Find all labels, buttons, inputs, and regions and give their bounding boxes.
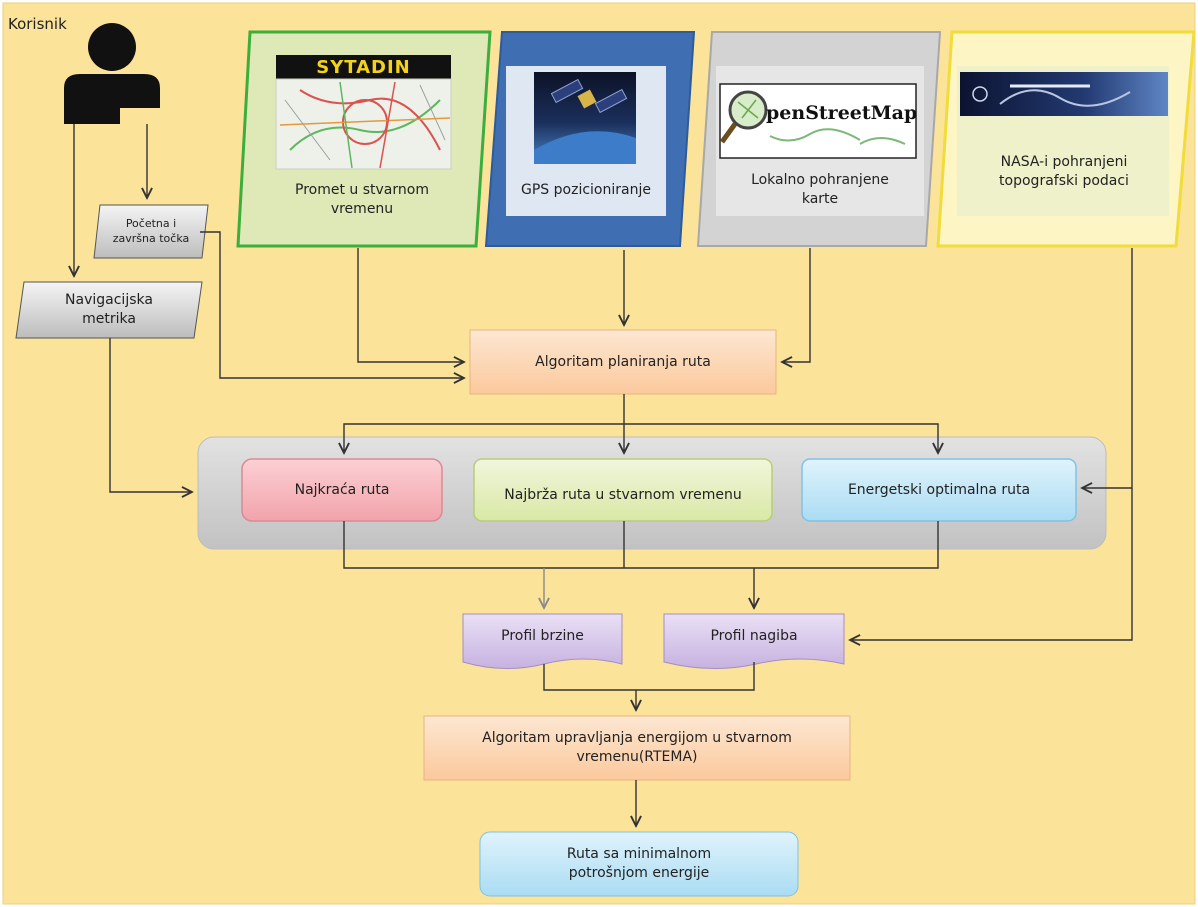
traffic-map-icon	[275, 78, 452, 170]
source-nasa-box	[936, 30, 1196, 248]
arrow-nav-metric-to-panel	[109, 338, 192, 492]
arrow-planning-to-shortest	[344, 423, 624, 453]
nav-metric-box	[15, 281, 203, 339]
arrow-maps-to-planning	[782, 248, 811, 362]
sytadin-banner	[276, 55, 451, 79]
source-gps-box	[484, 31, 696, 247]
source-traffic-box	[236, 30, 492, 248]
srtm-banner-icon	[960, 72, 1168, 116]
profiles-merge-line	[543, 662, 755, 691]
shortest-route-box	[241, 458, 443, 522]
openstreetmap-logo-icon	[719, 83, 917, 159]
fastest-route-box	[473, 458, 773, 522]
source-maps-box	[696, 31, 942, 247]
sytadin-logo-text: SYTADIN	[316, 56, 411, 78]
satellite-icon	[534, 72, 636, 164]
connectors	[74, 124, 1133, 826]
user-icon	[64, 23, 160, 124]
planning-algorithm-box	[469, 329, 777, 395]
route-merge-line	[343, 521, 939, 569]
openstreetmap-logo-text: penStreetMap	[766, 102, 918, 124]
start-end-box	[93, 204, 209, 259]
result-box	[479, 831, 799, 897]
arrow-start-end-to-planning	[200, 231, 464, 378]
slope-profile-doc	[663, 613, 845, 669]
arrow-traffic-to-planning	[357, 248, 464, 362]
rtema-box	[423, 715, 851, 781]
arrow-nasa-to-slope	[850, 488, 1133, 640]
arrow-planning-to-energy	[624, 423, 938, 453]
energy-route-box	[801, 458, 1077, 522]
